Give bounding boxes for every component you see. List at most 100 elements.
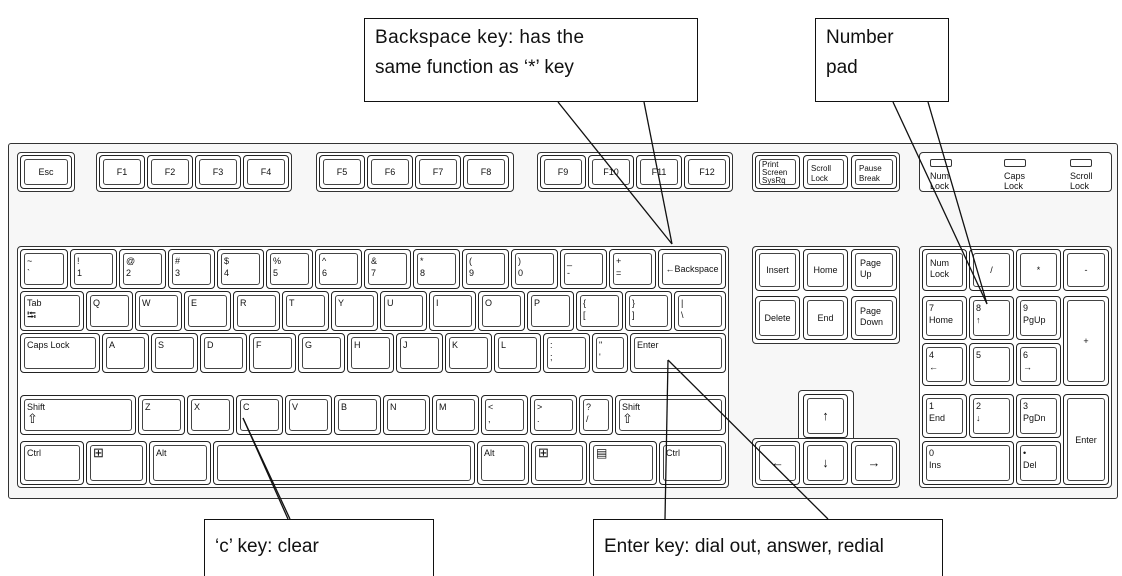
key-label: W [142, 298, 151, 308]
key-left-alt: Alt [149, 441, 211, 485]
key-label: 9 [469, 268, 475, 278]
key-caps-lock: Caps Lock [20, 333, 100, 373]
key-label: 7 [371, 268, 377, 278]
key-numpad-divide: / [969, 249, 1014, 291]
key-label: ~ [27, 256, 33, 266]
key-label: 5 [273, 268, 279, 278]
key-label: 1 [77, 268, 83, 278]
key-label: ' [599, 352, 601, 362]
key-label: T [289, 298, 295, 308]
key-print-screen: Print Screen SysRq [755, 155, 800, 189]
key-label: 3 [1023, 401, 1029, 411]
key-k: K [445, 333, 492, 373]
key-label: F6 [384, 167, 396, 177]
key-label: : [550, 340, 553, 350]
key-left-ctrl: Ctrl [20, 441, 84, 485]
key-b: B [334, 395, 381, 435]
key-label: U [387, 298, 394, 308]
key-label: 0 [929, 448, 935, 458]
c-key-callout: ‘c’ key: clear [204, 519, 434, 576]
callout-text: Backspace key: has the [375, 27, 585, 48]
num-lock-indicator [930, 159, 952, 167]
key-label: Screen [762, 168, 788, 177]
key-delete: Delete [755, 296, 800, 340]
key-numpad-plus: + [1063, 296, 1109, 386]
key-label: ←Backspace [665, 264, 719, 274]
key-label: X [194, 402, 201, 412]
key-v: V [285, 395, 332, 435]
key-label: ; [550, 352, 553, 362]
key-label: Q [93, 298, 101, 308]
key-insert: Insert [755, 249, 800, 291]
key-f9: F9 [540, 155, 586, 189]
key-u: U [380, 291, 427, 331]
windows-logo-icon: ⊞ [93, 445, 104, 460]
key-label: → [1023, 362, 1032, 372]
key-label: $ [224, 256, 230, 266]
key-label: F5 [336, 167, 348, 177]
key-label: 6 [1023, 350, 1029, 360]
key-label: F2 [164, 167, 176, 177]
key-label: I [436, 298, 439, 308]
key-f: F [249, 333, 296, 373]
key-right-ctrl: Ctrl [659, 441, 726, 485]
key-n: N [383, 395, 430, 435]
key-label: Alt [484, 448, 495, 458]
key-label: 5 [976, 350, 982, 360]
key-label: & [371, 256, 378, 266]
windows-logo-icon: ⊞ [538, 445, 549, 460]
key-menu: ▤ [589, 441, 657, 485]
key-8: *8 [413, 249, 460, 289]
key-label: \ [681, 310, 684, 320]
key-label: PgDn [1023, 413, 1046, 423]
key-s: S [151, 333, 198, 373]
key-f5: F5 [319, 155, 365, 189]
key-home: Home [803, 249, 848, 291]
key-label: Z [145, 402, 151, 412]
key-arrow-up: ↑ [803, 394, 848, 438]
key-label: • [1023, 448, 1027, 458]
scroll-lock-indicator [1070, 159, 1092, 167]
key-label: C [243, 402, 250, 412]
key-label: " [599, 340, 603, 350]
key-label: [ [583, 310, 586, 320]
key-numpad-2: 2↓ [969, 394, 1014, 438]
key-left-shift: Shift⇧ [20, 395, 136, 435]
key-label: N [390, 402, 397, 412]
key-right-shift: Shift⇧ [615, 395, 726, 435]
key-period: >. [530, 395, 577, 435]
indicator-label: Caps [1004, 171, 1026, 181]
key-label: 3 [175, 268, 181, 278]
key-label: | [681, 298, 684, 308]
key-z: Z [138, 395, 185, 435]
key-label: ) [518, 256, 521, 266]
key-esc: Esc [20, 155, 72, 189]
key-numpad-minus: - [1063, 249, 1109, 291]
key-label: . [537, 414, 540, 424]
indicator-label: Lock [1004, 181, 1024, 191]
key-end: End [803, 296, 848, 340]
key-scroll-lock: Scroll Lock [803, 155, 848, 189]
key-arrow-right: → [851, 441, 897, 485]
key-enter: Enter [630, 333, 726, 373]
key-label: Pause [859, 164, 882, 173]
key-label: 8 [976, 303, 982, 313]
key-5: %5 [266, 249, 313, 289]
key-d: D [200, 333, 247, 373]
key-label: D [207, 340, 214, 350]
key-label: H [354, 340, 361, 350]
key-g: G [298, 333, 345, 373]
key-label: { [583, 298, 587, 308]
key-backspace: ←Backspace [658, 249, 726, 289]
key-label: 2 [126, 268, 132, 278]
key-f11: F11 [636, 155, 682, 189]
key-p: P [527, 291, 574, 331]
key-l: L [494, 333, 541, 373]
key-label: Home [813, 265, 838, 275]
key-label: } [632, 298, 636, 308]
